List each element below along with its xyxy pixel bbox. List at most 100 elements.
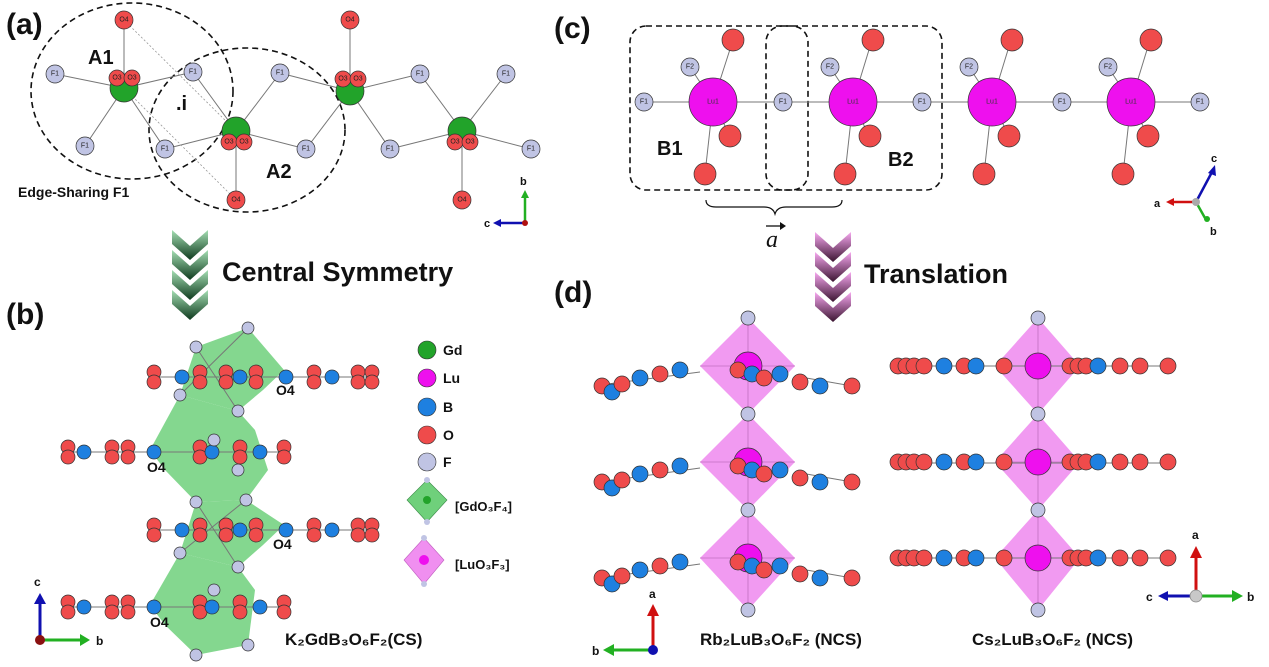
o-atom: [651, 461, 669, 479]
b-atom: [671, 361, 689, 379]
o3-atom: [235, 133, 253, 151]
lu-atom-label: Lu1: [707, 99, 719, 106]
f1-atom-label: F1: [502, 71, 510, 78]
region-b1-label: B1: [657, 138, 683, 160]
o4-atom: [226, 190, 246, 210]
o-atom: [232, 449, 248, 465]
b-atom: [324, 369, 340, 385]
b-atom: [935, 453, 953, 471]
b-atom: [671, 553, 689, 571]
o-atom: [858, 124, 882, 148]
o3-atom-label: O3: [127, 75, 136, 82]
f1-atom-label: F1: [1196, 99, 1204, 106]
legend-lu-swatch: [417, 368, 437, 388]
f1-atom: [912, 92, 932, 112]
o-atom: [218, 527, 234, 543]
f1-atom-label: F1: [386, 146, 394, 153]
b-atom: [278, 522, 294, 538]
axis-a-label-d1: a: [649, 587, 656, 601]
lu-atom-label: Lu1: [847, 99, 859, 106]
b-atom: [811, 569, 829, 587]
f1-atom: [496, 64, 516, 84]
o-atom: [146, 527, 162, 543]
o-atom: [1111, 357, 1129, 375]
o-atom: [995, 357, 1013, 375]
o-atom: [718, 124, 742, 148]
b-atom: [76, 599, 92, 615]
b-atom: [631, 465, 649, 483]
b-atom: [146, 599, 162, 615]
b-atom: [771, 461, 789, 479]
region-b2-outline: [765, 25, 943, 191]
o-atom: [755, 561, 773, 579]
f-atom: [241, 638, 255, 652]
f-atom: [231, 463, 245, 477]
f2-atom-label: F2: [965, 64, 973, 71]
f1-atom-label: F1: [51, 71, 59, 78]
vector-a: a: [766, 222, 786, 253]
o-atom: [60, 449, 76, 465]
f1-atom: [75, 136, 95, 156]
o-atom: [843, 377, 861, 395]
panel-b-atoms: [60, 321, 380, 662]
legend-gd: Gd: [443, 342, 462, 358]
o4-atom-label: O4: [119, 17, 128, 24]
o-atom: [1159, 453, 1177, 471]
f1-atom-label: F1: [918, 99, 926, 106]
o3-atom-label: O3: [465, 139, 474, 146]
o-atom: [843, 473, 861, 491]
o-atom: [350, 527, 366, 543]
f1-atom: [296, 139, 316, 159]
panel-a-label: (a): [6, 8, 43, 41]
o-atom: [1131, 549, 1149, 567]
f-atom: [231, 404, 245, 418]
lu-atom-label: Lu1: [1125, 99, 1137, 106]
o-atom: [350, 374, 366, 390]
legend: Gd Lu B O F [GdO₃F₄] [LuO₃F₃]: [403, 340, 512, 587]
legend-o-swatch: [417, 425, 437, 445]
o-atom: [843, 569, 861, 587]
b-atom: [771, 557, 789, 575]
b-atom: [771, 365, 789, 383]
f1-atom: [1190, 92, 1210, 112]
b-atom: [631, 561, 649, 579]
f-atom: [1030, 310, 1046, 326]
f2-atom-label: F2: [826, 64, 834, 71]
b-atom: [1089, 453, 1107, 471]
b-atom: [204, 599, 220, 615]
o-atom: [306, 374, 322, 390]
o-atom: [1131, 357, 1149, 375]
o-atom: [364, 527, 380, 543]
o3-atom: [349, 70, 367, 88]
f1-atom-label: F1: [302, 146, 310, 153]
f1-atom: [380, 139, 400, 159]
axis-b-label-d1: b: [592, 644, 599, 658]
f1-atom: [155, 139, 175, 159]
f2-atom-label: F2: [1104, 64, 1112, 71]
b-atom: [967, 357, 985, 375]
o4-atom-label: O4: [345, 17, 354, 24]
f2-atom: [959, 57, 979, 77]
o-atom: [1000, 28, 1024, 52]
f-atom: [740, 602, 756, 618]
lu-atom: [1106, 77, 1156, 127]
lu-atom: [1024, 352, 1052, 380]
region-b1-outline: [629, 25, 809, 191]
o-atom: [218, 374, 234, 390]
o-atom: [861, 28, 885, 52]
o-atom: [915, 357, 933, 375]
legend-b: B: [443, 399, 453, 415]
b-atom: [278, 369, 294, 385]
b-atom: [935, 549, 953, 567]
axis-a-label-c: a: [1154, 198, 1161, 210]
legend-lu-polyhedron: [403, 535, 445, 587]
f1-atom-label: F1: [81, 143, 89, 150]
panel-c-axes: c a b: [1154, 153, 1217, 238]
o-atom: [915, 453, 933, 471]
f1-atom-label: F1: [161, 146, 169, 153]
f2-atom-label: F2: [686, 64, 694, 71]
panel-d: (d): [554, 276, 1254, 658]
f-atom: [189, 340, 203, 354]
b-atom: [671, 457, 689, 475]
